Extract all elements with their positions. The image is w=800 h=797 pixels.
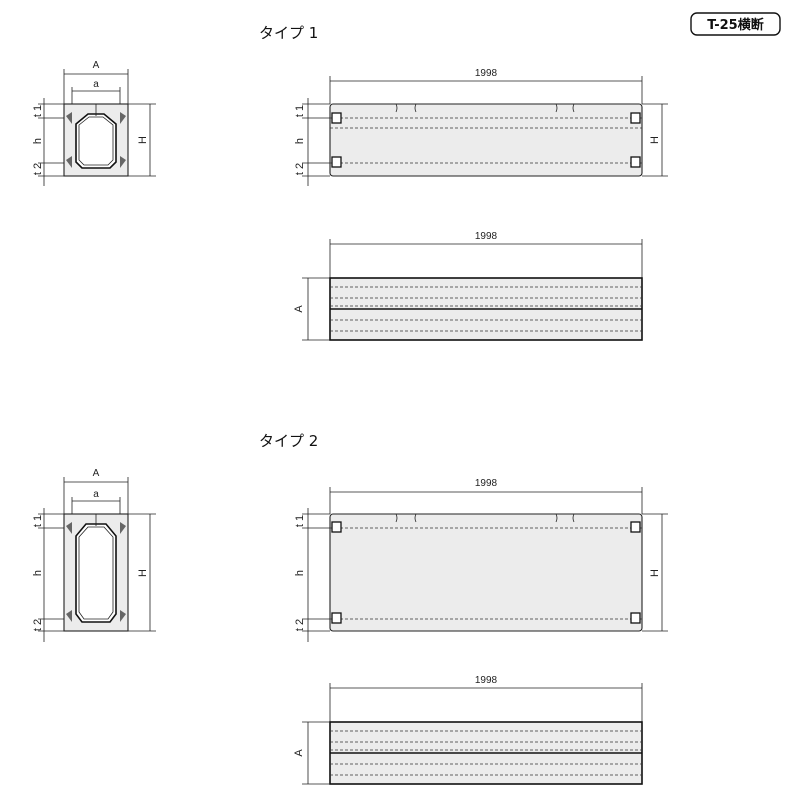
type1-front-dim-length: 1998 bbox=[475, 68, 498, 79]
type2-front-dim-h: h bbox=[294, 570, 306, 576]
type1-section-dim-h: h bbox=[32, 138, 44, 144]
type2-front-view: 1998 t 1 h t 2 H bbox=[294, 478, 668, 642]
type2-section-dim-t2: t 2 bbox=[32, 619, 44, 631]
type1-front-dim-t1: t 1 bbox=[294, 105, 306, 117]
type1-section-dim-t1: t 1 bbox=[32, 105, 44, 117]
type2-section-dim-a: a bbox=[93, 489, 99, 500]
type2-section-dim-h: h bbox=[32, 570, 44, 576]
type1-front-dim-t2: t 2 bbox=[294, 163, 306, 175]
type2-cross-section: A a t 1 h t 2 H bbox=[32, 468, 156, 642]
type1-title: タイプ 1 bbox=[259, 24, 318, 42]
type1-section-dim-t2: t 2 bbox=[32, 163, 44, 175]
type1-front-dim-H: H bbox=[649, 136, 661, 144]
type2-front-dim-H: H bbox=[649, 569, 661, 577]
type1-plan-dim-A: A bbox=[293, 305, 305, 313]
type1-section-dim-H: H bbox=[137, 136, 149, 144]
type2-front-dim-length: 1998 bbox=[475, 478, 498, 489]
type1-plan-view: 1998 A bbox=[293, 231, 643, 341]
type2-plan-dim-length: 1998 bbox=[475, 675, 498, 686]
type1-plan-dim-length: 1998 bbox=[475, 231, 498, 242]
type1-front-dim-h: h bbox=[294, 138, 306, 144]
type1-cross-section: A a t 1 h t 2 H bbox=[32, 60, 156, 186]
type1-section-dim-a: a bbox=[93, 79, 99, 90]
type2-plan-dim-A: A bbox=[293, 749, 305, 757]
badge-label: T-25横断 bbox=[707, 17, 763, 33]
type1-front-view: 1998 t 1 h t 2 H bbox=[294, 68, 668, 186]
product-badge: T-25横断 bbox=[690, 12, 781, 36]
type2-title: タイプ 2 bbox=[259, 432, 318, 450]
type2-section-dim-t1: t 1 bbox=[32, 515, 44, 527]
type2-plan-view: 1998 A bbox=[293, 675, 643, 785]
type1-section-dim-A: A bbox=[93, 60, 100, 71]
type2-section-dim-H: H bbox=[137, 569, 149, 577]
type2-front-dim-t1: t 1 bbox=[294, 515, 306, 527]
type2-section-dim-A: A bbox=[93, 468, 100, 479]
type2-front-dim-t2: t 2 bbox=[294, 619, 306, 631]
